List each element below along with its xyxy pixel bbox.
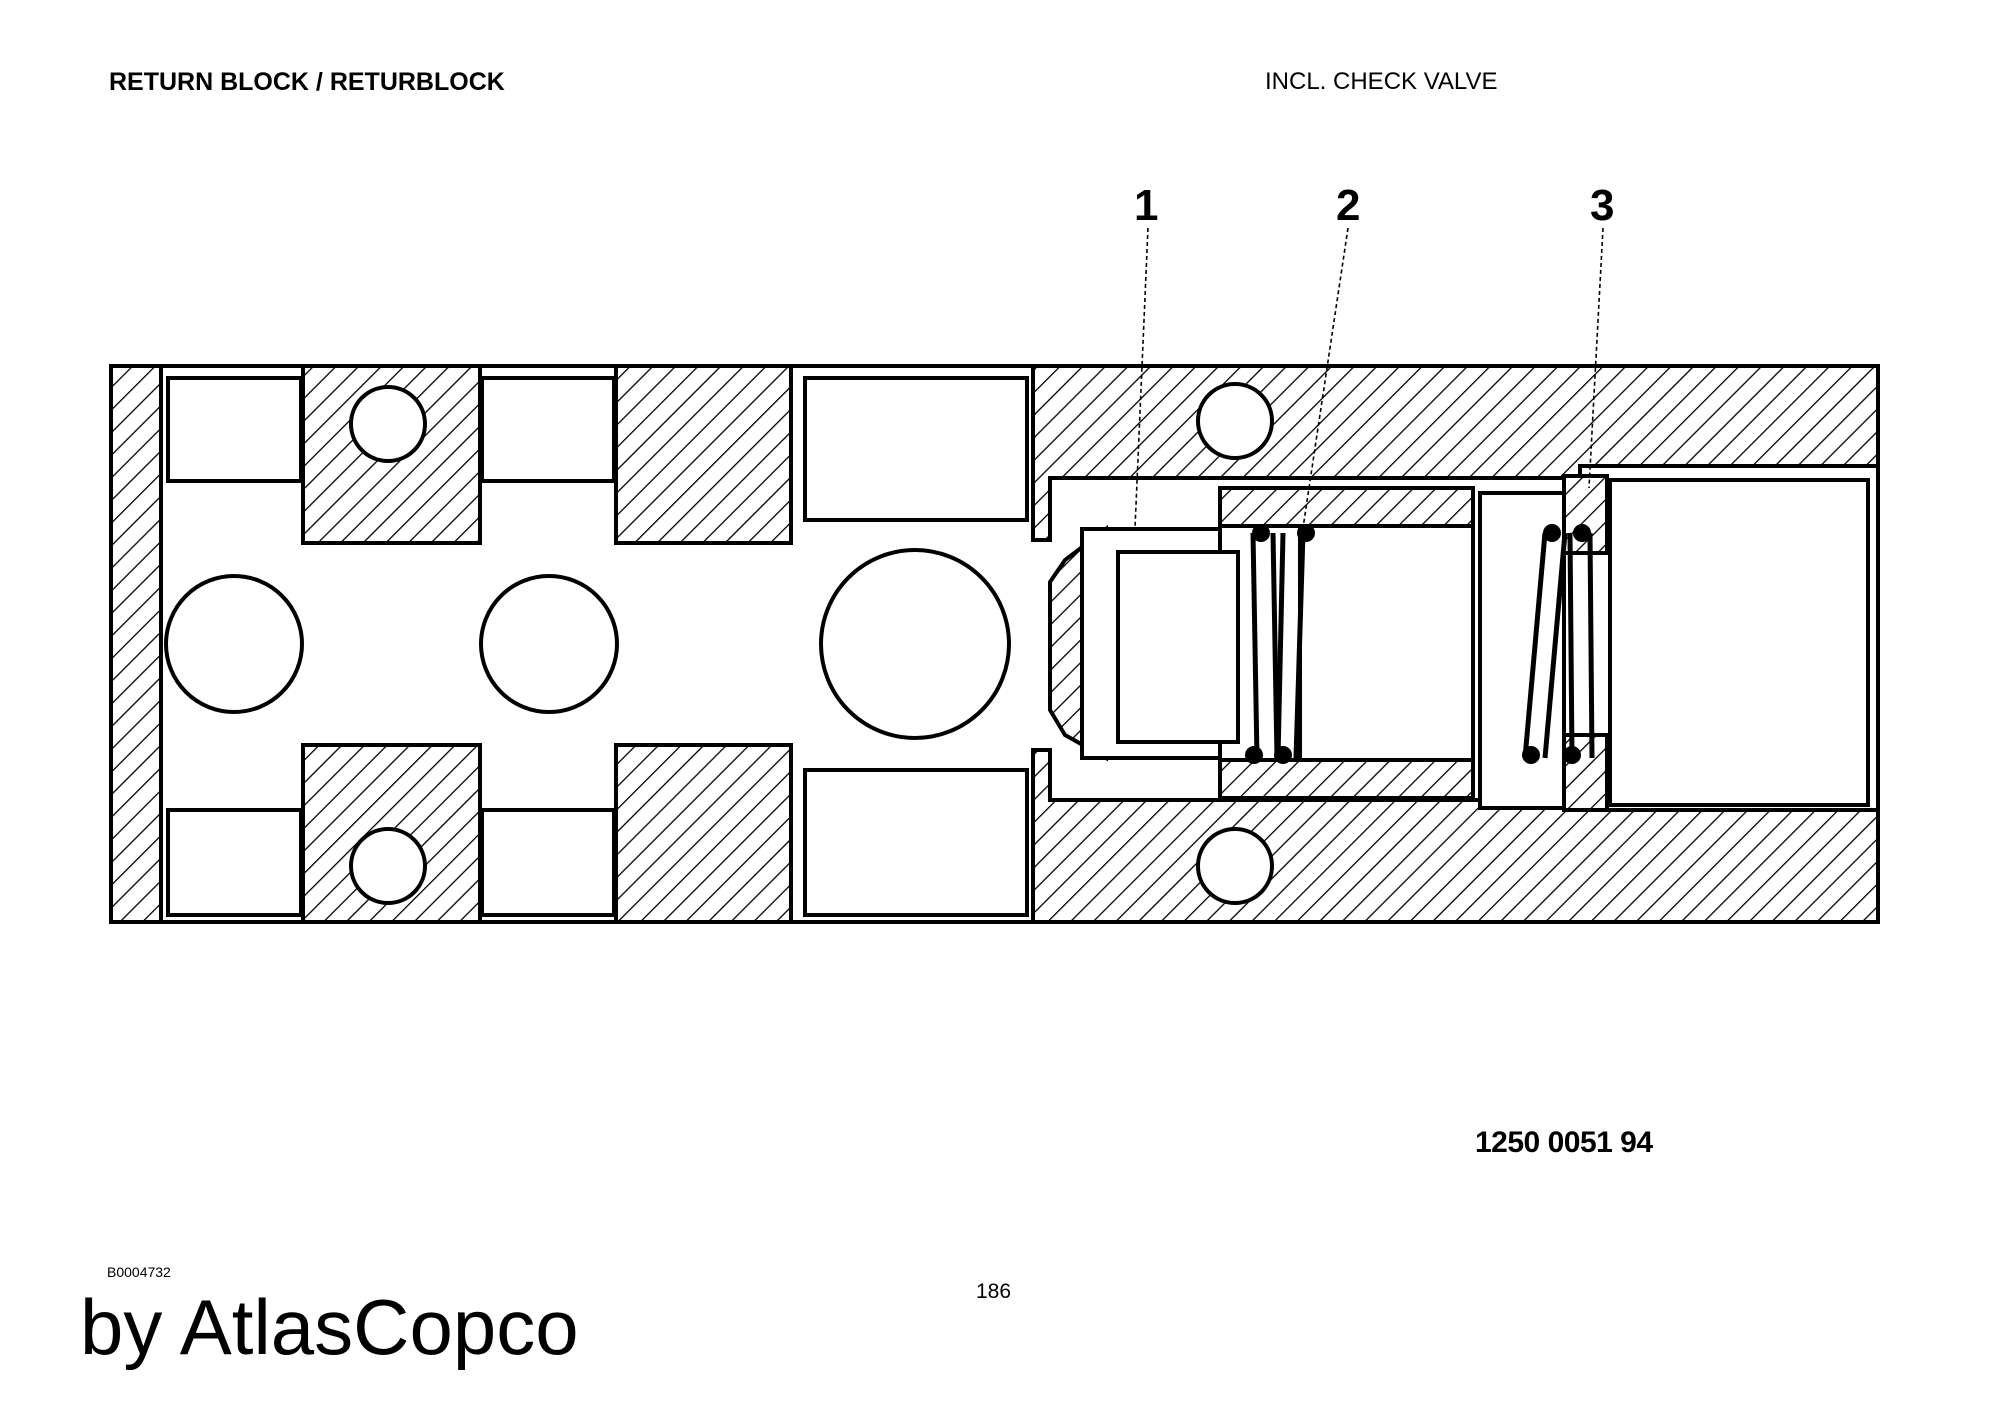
callout-1: 1 [1134,181,1158,230]
leader-line-2 [1302,227,1349,529]
valve-spring [1250,532,1595,759]
bore-hole-3 [819,548,1011,740]
page-subtitle: INCL. CHECK VALVE [1265,68,1498,95]
page-title: RETURN BLOCK / RETURBLOCK [109,68,505,96]
upper-port-b [480,376,616,483]
lower-block-2 [614,743,793,924]
valve-sleeve-upper [1218,486,1475,528]
leader-line-1 [1134,227,1149,529]
bore-hole-1 [164,574,304,714]
lower-port-b [480,808,616,917]
bolt-hole-upper-2 [1196,382,1274,460]
upper-block-2 [614,364,793,545]
bolt-hole-lower-2 [1196,827,1274,905]
poppet-stem [1116,550,1240,744]
page-number: 186 [976,1280,1012,1303]
leader-line-3 [1588,227,1604,489]
callout-2: 2 [1336,181,1360,230]
bolt-hole-lower-1 [349,827,427,905]
lower-port-c [803,768,1029,917]
upper-port-a [166,376,303,483]
outlet-bore [1608,478,1870,807]
spring-chamber [1298,524,1475,762]
bore-hole-2 [479,574,619,714]
document-id: B0004732 [107,1264,171,1280]
upper-port-c [803,376,1029,522]
bolt-hole-upper-1 [349,385,427,463]
valve-sleeve-lower [1218,758,1475,800]
callout-3: 3 [1590,181,1614,230]
left-wall-section [109,364,163,924]
outlet-chamber [1478,491,1566,810]
part-number: 1250 0051 94 [1475,1126,1653,1159]
brand-watermark: by AtlasCopco [80,1283,579,1371]
lower-port-a [166,808,303,917]
block-outline [109,364,1880,924]
